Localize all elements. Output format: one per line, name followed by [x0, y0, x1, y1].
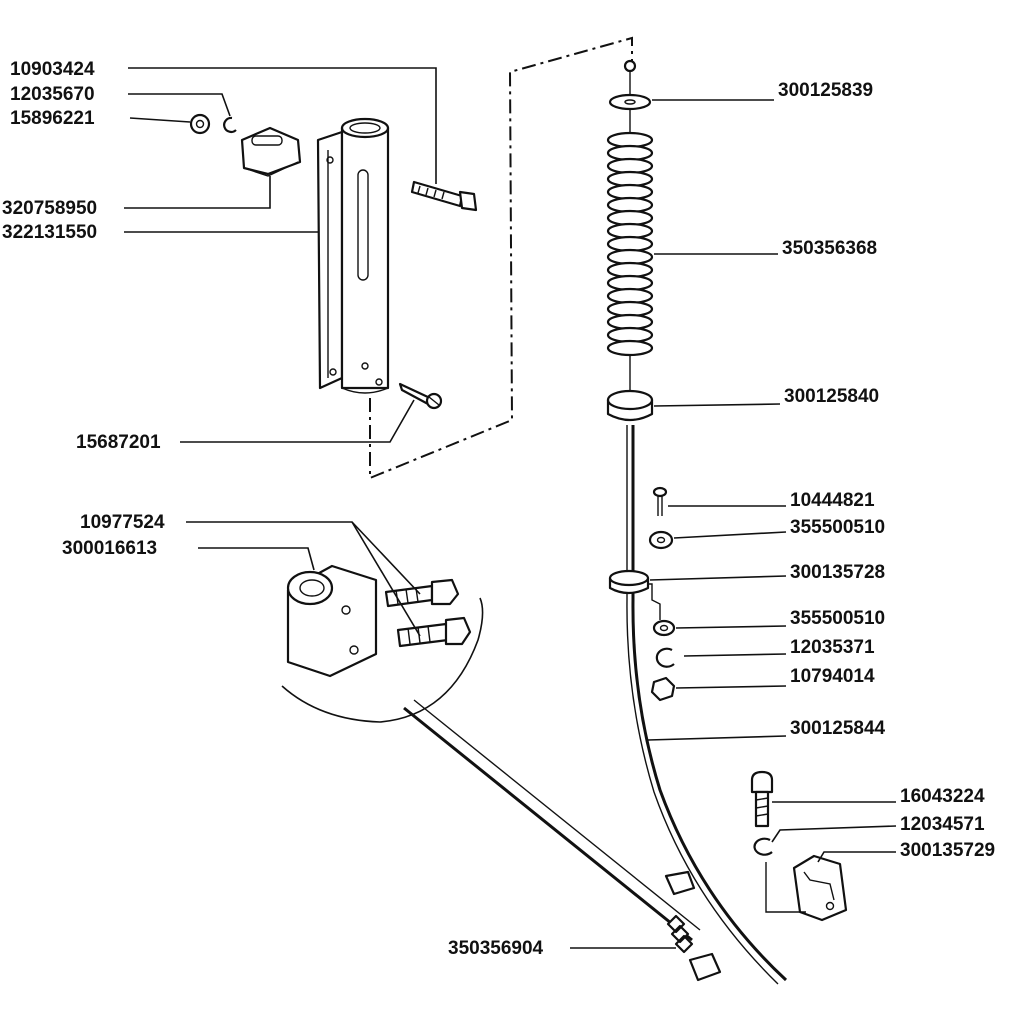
- split-washer-12034571: [753, 837, 773, 856]
- label-10977524: 10977524: [80, 512, 165, 533]
- leader-lines: [124, 67, 897, 949]
- nut-10794014: [650, 676, 676, 702]
- label-300125844: 300125844: [790, 718, 886, 739]
- clip-bracket: [240, 126, 302, 177]
- label-300125839: 300125839: [778, 80, 873, 101]
- part-number-labels: 10903424 12035670 15896221 320758950 322…: [2, 59, 995, 959]
- cable-rod: [631, 425, 788, 982]
- bolt-10903424: [410, 180, 478, 212]
- label-12035670: 12035670: [10, 84, 95, 105]
- label-355500510-lower: 355500510: [790, 608, 885, 629]
- label-10794014: 10794014: [790, 666, 875, 687]
- spacer-300125840: [606, 389, 654, 422]
- screw-10444821: [652, 486, 668, 516]
- snap-ring-12035371: [655, 647, 675, 668]
- bolt-10977524-lower: [396, 616, 472, 648]
- label-15687201: 15687201: [76, 432, 161, 453]
- u-bracket-300135729: [765, 854, 848, 922]
- label-10903424: 10903424: [10, 59, 95, 80]
- compression-spring: [606, 110, 654, 390]
- label-350356368: 350356368: [782, 238, 877, 259]
- washer-355500510-upper: [648, 530, 674, 550]
- label-300125840: 300125840: [784, 386, 879, 407]
- bolt-10977524-upper: [384, 578, 460, 608]
- spring-shaft-350356904: [403, 699, 722, 982]
- label-12035371: 12035371: [790, 637, 875, 658]
- washer-300125839: [608, 93, 652, 111]
- coupling-300016613: [286, 564, 378, 678]
- clamp-disc-300135728: [608, 569, 661, 620]
- label-320758950: 320758950: [2, 198, 97, 219]
- label-16043224: 16043224: [900, 786, 985, 807]
- label-300135729: 300135729: [900, 840, 995, 861]
- label-300135728: 300135728: [790, 562, 885, 583]
- snap-ring: [223, 116, 237, 133]
- bolt-16043224: [750, 770, 774, 828]
- small-nut: [189, 113, 211, 135]
- top-pin: [623, 59, 637, 96]
- label-300016613: 300016613: [62, 538, 157, 559]
- label-15896221: 15896221: [10, 108, 95, 129]
- label-322131550: 322131550: [2, 222, 97, 243]
- label-355500510-upper: 355500510: [790, 517, 885, 538]
- wood-screw: [398, 382, 443, 410]
- label-350356904: 350356904: [448, 938, 544, 959]
- bracket-tube-assembly: [316, 117, 390, 394]
- label-10444821: 10444821: [790, 490, 875, 511]
- label-12034571: 12034571: [900, 814, 985, 835]
- detail-circle: [281, 597, 484, 723]
- washer-355500510-lower: [652, 619, 676, 637]
